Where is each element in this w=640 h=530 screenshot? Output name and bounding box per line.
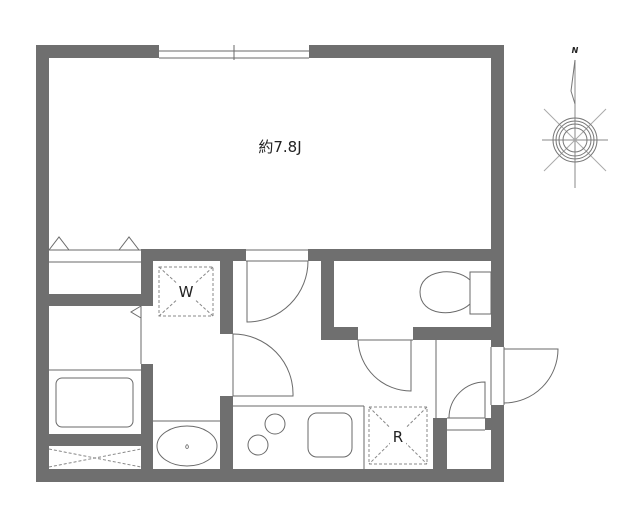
- closet-opening: [48, 236, 141, 263]
- compass-icon: N: [542, 46, 608, 188]
- washroom-door-opening: [220, 334, 233, 396]
- storage-box: [48, 446, 142, 469]
- fridge-label: R: [393, 428, 403, 446]
- wash-basin: 0: [153, 420, 220, 467]
- door-swing-shoe-closet[interactable]: [448, 381, 486, 419]
- door-swing-entrance[interactable]: [503, 348, 559, 404]
- toilet: [419, 271, 492, 315]
- door-swing-toilet[interactable]: [357, 339, 412, 392]
- entrance: [433, 340, 559, 431]
- svg-text:0: 0: [185, 444, 189, 451]
- interior-walls: [36, 249, 504, 478]
- kitchen-sink: [307, 412, 353, 458]
- door-swing-washroom[interactable]: [232, 333, 294, 397]
- washer-space: W: [158, 266, 214, 317]
- bathtub: [49, 369, 141, 428]
- stove-burner-icon: [264, 413, 286, 435]
- kitchen-counter: [233, 405, 365, 469]
- outer-walls: [36, 45, 504, 482]
- main-room-label: 約7.8J: [258, 138, 301, 156]
- top-window: [159, 45, 309, 60]
- compass-north-label: N: [572, 46, 579, 55]
- stove-burner-icon: [247, 434, 269, 456]
- fridge-space: R: [368, 406, 428, 465]
- main-room-door-opening: [246, 249, 308, 261]
- washer-label: W: [179, 283, 194, 301]
- door-swing-main-room[interactable]: [246, 260, 309, 323]
